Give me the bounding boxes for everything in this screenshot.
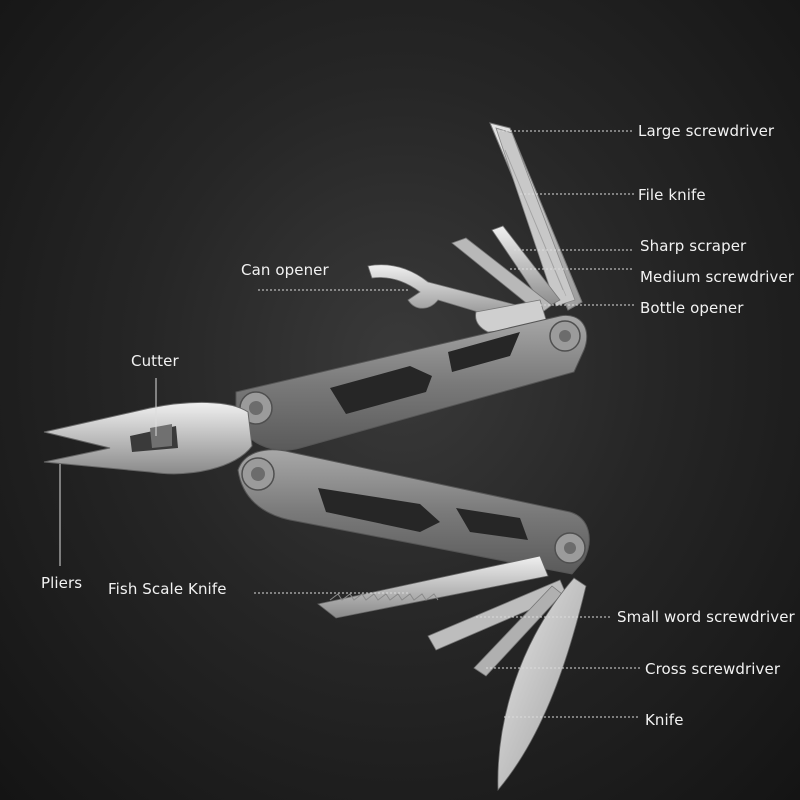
upper-handle — [235, 314, 588, 451]
label-small-word-screwdriver: Small word screwdriver — [617, 608, 795, 626]
label-can-opener: Can opener — [241, 261, 329, 279]
label-bottle-opener: Bottle opener — [640, 299, 744, 317]
label-medium-screwdriver: Medium screwdriver — [640, 268, 795, 286]
fish-scale-knife-blade — [317, 555, 549, 619]
label-file-knife: File knife — [638, 186, 706, 204]
label-pliers: Pliers — [41, 574, 83, 592]
lower-handle — [237, 449, 590, 575]
knife-blade — [497, 577, 587, 792]
label-knife: Knife — [645, 711, 684, 729]
label-cutter: Cutter — [131, 352, 179, 370]
label-sharp-scraper: Sharp scraper — [640, 237, 747, 255]
label-leader-lines — [59, 130, 640, 718]
label-cross-screwdriver: Cross screwdriver — [645, 660, 781, 678]
label-fish-scale-knife: Fish Scale Knife — [108, 580, 227, 598]
pliers-head — [43, 401, 253, 475]
sharp-scraper-blade — [491, 225, 561, 309]
label-large-screwdriver: Large screwdriver — [638, 122, 775, 140]
can-opener-blade — [367, 264, 521, 323]
